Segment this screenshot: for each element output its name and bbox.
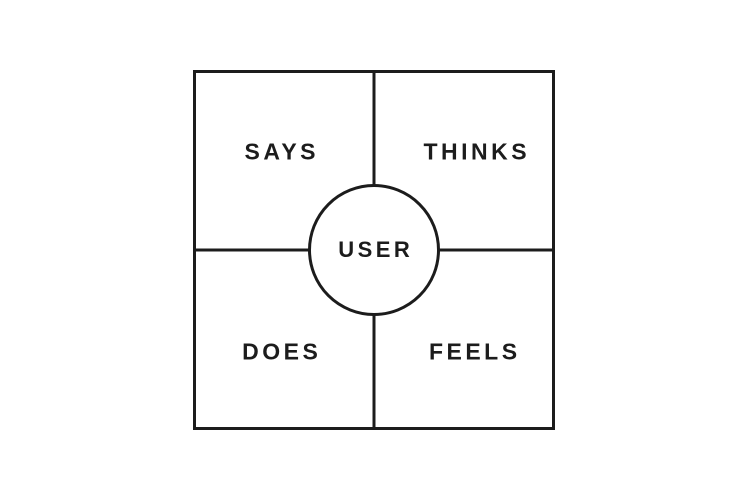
user-circle: USER	[308, 184, 440, 316]
quadrant-label-does: DOES	[242, 338, 322, 365]
user-label: USER	[338, 237, 414, 262]
quadrant-label-thinks: THINKS	[423, 138, 531, 165]
map-square: USER SAYS THINKS DOES FEELS	[193, 70, 555, 430]
quadrant-label-says: SAYS	[244, 138, 320, 165]
quadrant-label-feels: FEELS	[428, 338, 521, 365]
